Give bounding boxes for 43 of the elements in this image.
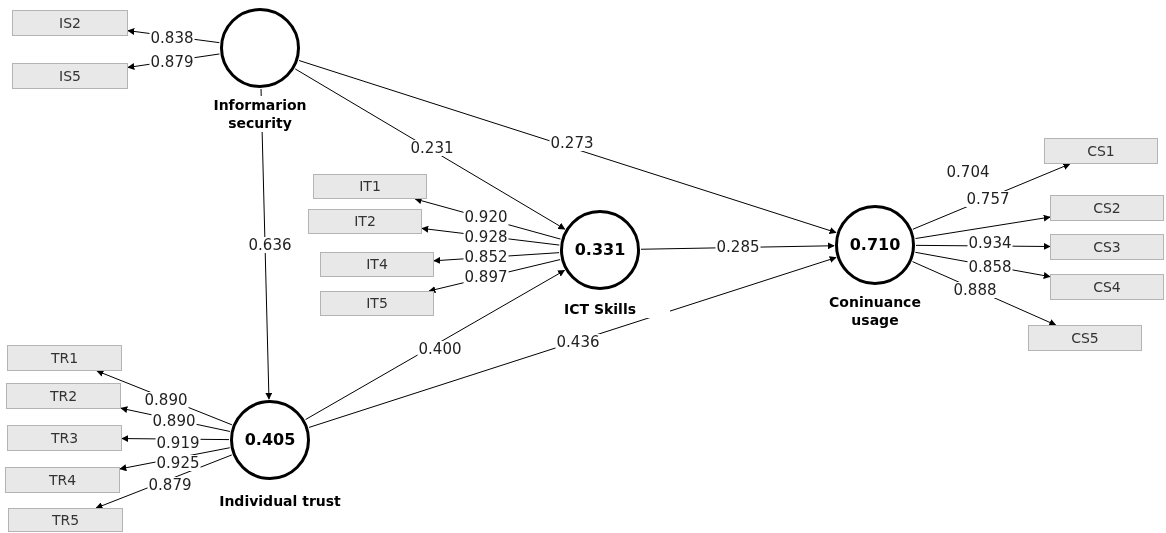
path-coefficient: 0.879 (147, 477, 193, 493)
path-coefficient: 0.636 (247, 237, 293, 253)
path-coefficient: 0.231 (409, 140, 455, 156)
indicator-box: CS1 (1044, 138, 1158, 164)
path-coefficient: 0.852 (463, 249, 509, 265)
indicator-box: IT1 (313, 174, 427, 199)
arrow (298, 60, 837, 234)
path-coefficient: 0.879 (149, 54, 195, 70)
path-coefficient: 0.888 (952, 282, 998, 298)
indicator-box: CS3 (1050, 234, 1164, 260)
indicator-box: CS5 (1028, 325, 1142, 351)
path-coefficient: 0.285 (715, 239, 761, 255)
path-coefficient: 0.890 (151, 413, 197, 429)
path-coefficient: 0.934 (967, 235, 1013, 251)
arrow (294, 68, 566, 230)
indicator-box: IT5 (320, 291, 434, 316)
indicator-box: IT2 (308, 209, 422, 234)
indicator-box: TR2 (6, 383, 121, 409)
path-coefficient: 0.400 (417, 341, 463, 357)
path-coefficient: 0.897 (463, 269, 509, 285)
indicator-box: TR5 (8, 508, 123, 532)
path-coefficient: 0.436 (555, 334, 601, 350)
path-coefficient: 0.920 (463, 209, 509, 225)
path-coefficient: 0.858 (967, 259, 1013, 275)
indicator-box: TR3 (7, 425, 122, 451)
arrow (915, 214, 1051, 240)
indicator-box: IS5 (12, 63, 128, 89)
arrow (308, 256, 837, 428)
indicator-box: CS2 (1050, 195, 1164, 221)
indicator-box: CS4 (1050, 274, 1164, 300)
indicator-box: IS2 (12, 10, 128, 36)
arrow (305, 269, 566, 421)
path-coefficient: 0.890 (143, 392, 189, 408)
indicator-box: TR4 (5, 467, 120, 493)
path-coefficient: 0.928 (463, 229, 509, 245)
path-coefficient: 0.925 (155, 455, 201, 471)
path-coefficient: 0.757 (965, 191, 1011, 207)
path-coefficient: 0.273 (549, 135, 595, 151)
path-coefficient: 0.838 (149, 30, 195, 46)
path-coefficient: 0.919 (155, 435, 201, 451)
indicator-box: TR1 (7, 345, 122, 371)
indicator-box: IT4 (320, 252, 434, 277)
path-coefficient: 0.704 (945, 164, 991, 180)
